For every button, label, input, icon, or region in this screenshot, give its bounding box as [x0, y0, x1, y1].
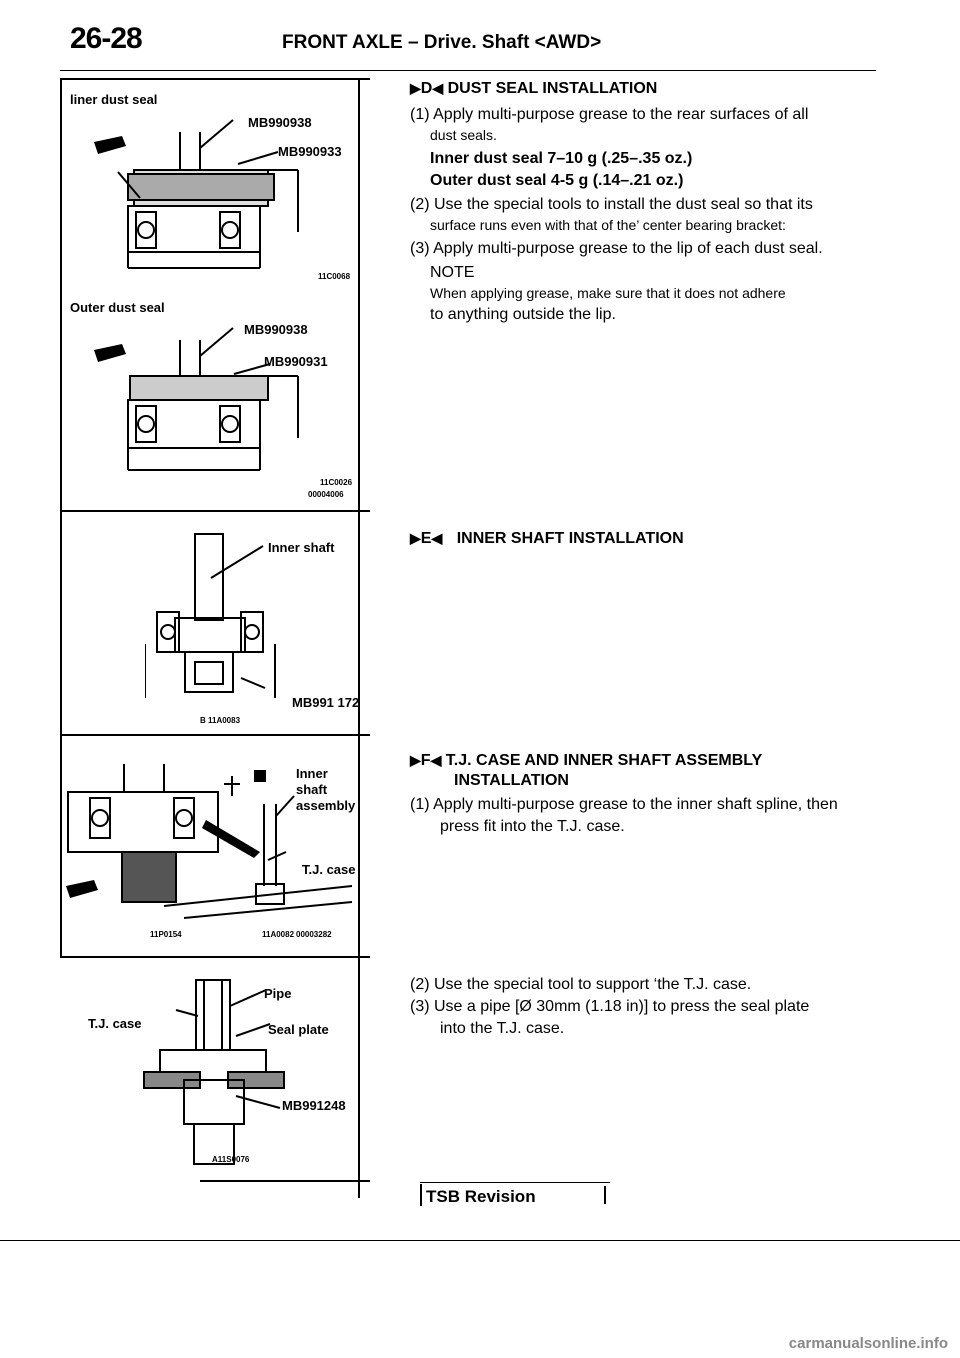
footer-divider — [0, 1240, 960, 1241]
step-text: press fit into the T.J. case. — [440, 818, 625, 835]
triangle-right-icon: ▶ — [410, 530, 421, 546]
figure-label: liner dust seal — [70, 92, 158, 107]
page-number: 26-28 — [70, 22, 143, 55]
tj-case-assembly-drawing — [66, 764, 353, 919]
step-text: (1) Apply multi-purpose grease to the re… — [410, 106, 809, 123]
section-marker: F — [420, 752, 431, 769]
spec-text: Outer dust seal 4-5 g (.14–.21 oz.) — [430, 172, 684, 189]
figure-divider — [60, 956, 370, 958]
figure-label: Seal plate — [268, 1022, 329, 1037]
figure-divider — [60, 734, 370, 736]
seal-plate-drawing — [143, 979, 285, 1165]
inner-shaft-drawing — [145, 533, 276, 698]
section-inner-shaft-installation: ▶E◀ INNER SHAFT INSTALLATION — [410, 530, 684, 548]
figure-code: 11C0068 — [318, 272, 351, 281]
triangle-right-icon: ▶ — [410, 752, 421, 768]
step-text: into the T.J. case. — [440, 1020, 565, 1037]
section-title: INSTALLATION — [454, 772, 569, 789]
figure-column-right-border — [358, 78, 360, 1198]
figure-label: Outer dust seal — [70, 300, 165, 315]
revision-box-right — [604, 1186, 606, 1204]
figure-label: T.J. case — [302, 862, 356, 877]
figure-code: 11A0082 — [262, 930, 295, 939]
spec-text: Inner dust seal 7–10 g (.25–.35 oz.) — [430, 150, 693, 167]
tool-number: MB991 172 — [292, 695, 360, 710]
figure-label: Pipe — [264, 986, 292, 1001]
figure-label: T.J. case — [88, 1016, 142, 1031]
figure-label: assembly — [296, 798, 356, 813]
step-text: surface runs even with that of the’ cent… — [430, 217, 786, 233]
tool-number: MB991248 — [282, 1098, 346, 1113]
step-text: (2) Use the special tool to support ‘the… — [410, 976, 752, 993]
figure-label: Inner shaft — [268, 540, 335, 555]
figure-code: 11P0154 — [150, 930, 182, 939]
revision-box-left — [420, 1184, 422, 1206]
step-text: (2) Use the special tools to install the… — [410, 196, 813, 213]
figure-label: shaft — [296, 782, 328, 797]
section-marker: E — [420, 530, 432, 547]
revision-box-top — [420, 1182, 610, 1183]
step-text: (3) Use a pipe [Ø 30mm (1.18 in)] to pre… — [410, 998, 810, 1015]
page-title: FRONT AXLE – Drive. Shaft <AWD> — [282, 32, 602, 53]
section-title: DUST SEAL INSTALLATION — [447, 80, 658, 97]
figure-column-left-border — [60, 78, 62, 958]
dust-seal-inner-drawing — [94, 119, 299, 269]
section-title: T.J. CASE AND INNER SHAFT ASSEMBLY — [445, 752, 763, 769]
triangle-right-icon: ▶ — [410, 80, 421, 96]
figure-code: 11C0026 — [320, 478, 353, 487]
figure-divider — [60, 510, 370, 512]
header-divider — [60, 70, 876, 71]
tool-number: MB990933 — [278, 144, 342, 159]
section-heading: ▶F◀ T.J. CASE AND INNER SHAFT ASSEMBLY — [410, 752, 762, 770]
triangle-left-icon: ◀ — [432, 80, 444, 96]
section-marker: D — [420, 80, 433, 97]
section-title: INNER SHAFT INSTALLATION — [456, 530, 684, 547]
figure-label: Inner — [296, 766, 328, 781]
step-text: (1) Apply multi-purpose grease to the in… — [410, 796, 838, 813]
triangle-left-icon: ◀ — [430, 752, 442, 768]
tool-number: MB990938 — [244, 322, 308, 337]
tool-number: MB990938 — [248, 115, 312, 130]
section-heading: ▶D◀ DUST SEAL INSTALLATION — [410, 80, 657, 98]
figure-code: 00003282 — [296, 930, 332, 939]
watermark-text: carmanualsonline.info — [788, 1335, 948, 1352]
note-label: NOTE — [430, 264, 475, 281]
figure-divider — [200, 1180, 370, 1182]
dust-seal-outer-drawing — [94, 327, 299, 471]
figure-code: 00004006 — [308, 490, 344, 499]
note-text: to anything outside the lip. — [430, 306, 616, 323]
step-text: dust seals. — [430, 127, 497, 143]
triangle-left-icon: ◀ — [431, 530, 443, 546]
tsb-revision: TSB Revision — [426, 1187, 536, 1206]
note-text: When applying grease, make sure that it … — [430, 285, 786, 301]
figure-code: A11S0076 — [212, 1155, 250, 1164]
figure-divider — [60, 78, 370, 80]
figure-code: B 11A0083 — [200, 716, 241, 725]
tool-number: MB990931 — [264, 354, 328, 369]
step-text: (3) Apply multi-purpose grease to the li… — [410, 240, 823, 257]
